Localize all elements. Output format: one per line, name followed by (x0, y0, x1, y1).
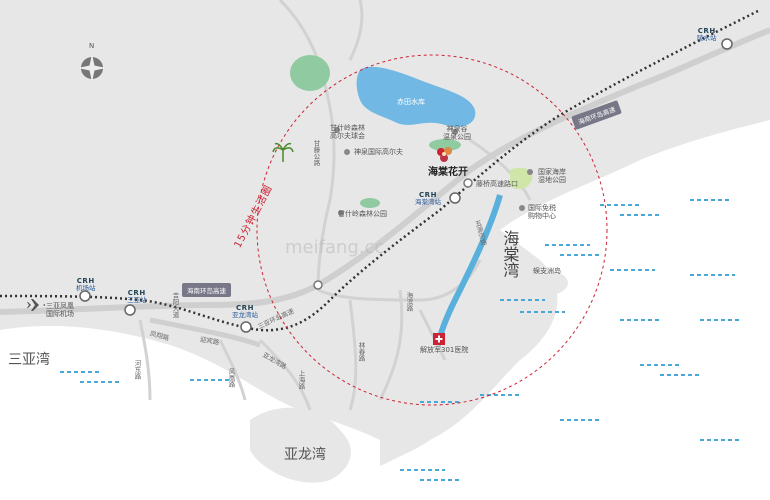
minor-roads (138, 0, 532, 411)
life-circle (256, 54, 608, 406)
interchange-marker (313, 280, 323, 290)
sea-label-sanya-bay: 三亚湾 (8, 352, 50, 368)
sea-label-haitang-bay: 海棠湾 (500, 230, 520, 278)
exit-marker (463, 178, 473, 188)
sea-area (250, 407, 351, 483)
place-label-hospital[interactable]: 解放军301医院 (420, 346, 469, 354)
station-crh-label: CRH (419, 191, 437, 199)
road-label: 林春路 (357, 342, 365, 362)
island-shape (528, 271, 568, 295)
station-sanya[interactable]: CRH 三亚站 (127, 289, 147, 305)
park-area (429, 139, 461, 151)
place-label-shenquan-golf[interactable]: 神泉国际高尔夫 (354, 148, 403, 156)
station-name-label: 机场站 (76, 284, 96, 293)
station-name-label: 亚龙湾站 (232, 311, 258, 320)
park-area (290, 55, 330, 91)
place-label-ganshiling-park[interactable]: 甘什岭森林公园 (338, 210, 387, 218)
station-airport[interactable]: CRH 机场站 (76, 277, 96, 293)
reservoir-label: 赤田水库 (397, 98, 425, 106)
brand-name[interactable]: 海棠花开 (428, 167, 468, 178)
highway-badge-west: 海南环岛高速 (182, 283, 231, 297)
place-label-airport[interactable]: 三亚凤凰 国际机场 (46, 302, 74, 319)
place-label-duty-free[interactable]: 国际免税 购物中心 (528, 204, 556, 221)
road-label: 上海路 (297, 370, 305, 390)
reservoir (356, 66, 476, 127)
island-label: 蜈支洲岛 (533, 267, 561, 275)
station-crh-label: CRH (236, 304, 254, 312)
highway-route (0, 27, 770, 315)
wave-marks (60, 199, 740, 481)
place-label-ganshiling-golf[interactable]: 甘什岭森林 高尔夫球会 (330, 124, 365, 141)
place-label-tengqiao-exit[interactable]: 藤桥高速路口 (476, 180, 518, 188)
road-label: 甘藤公路 (312, 140, 320, 166)
station-crh-label: CRH (127, 289, 146, 297)
station-name-label: 海棠湾站 (415, 198, 441, 207)
hospital-icon (433, 333, 445, 345)
place-label-wetland-park[interactable]: 国家海岸 湿地公园 (538, 168, 566, 185)
station-yalongwan[interactable]: CRH 亚龙湾站 (232, 304, 258, 320)
road-label: 海滨路 (405, 292, 413, 312)
station-name-label: 三亚站 (127, 296, 147, 305)
sea-label-yalong-bay: 亚龙湾 (284, 447, 326, 463)
station-crh-label: CRH (697, 27, 716, 35)
river (435, 194, 503, 346)
sea-area (330, 120, 770, 500)
poi-markers (334, 127, 533, 216)
road-label: 吉阳大道 (171, 292, 179, 318)
station-name-label: 陵水站 (697, 34, 717, 43)
park-area (360, 198, 380, 208)
station-haitangwan[interactable]: CRH 海棠湾站 (415, 191, 441, 207)
wetland-area (510, 167, 533, 190)
station-crh-label: CRH (76, 277, 95, 285)
place-label-shenquan-park[interactable]: 神泉谷 温泉公园 (443, 125, 471, 142)
airplane-icon (27, 299, 45, 311)
compass-rose (78, 54, 106, 82)
station-lingshui[interactable]: CRH 陵水站 (697, 27, 717, 43)
compass-north-label: N (89, 42, 95, 50)
watermark: meifang.cc (285, 237, 385, 258)
road-label: 风凰路 (227, 368, 235, 388)
railway-line (0, 8, 761, 332)
station-markers (79, 38, 733, 333)
brand-flower-icon (437, 147, 452, 162)
palm-tree-icon (272, 142, 294, 162)
road-label: 河东路 (133, 360, 141, 380)
